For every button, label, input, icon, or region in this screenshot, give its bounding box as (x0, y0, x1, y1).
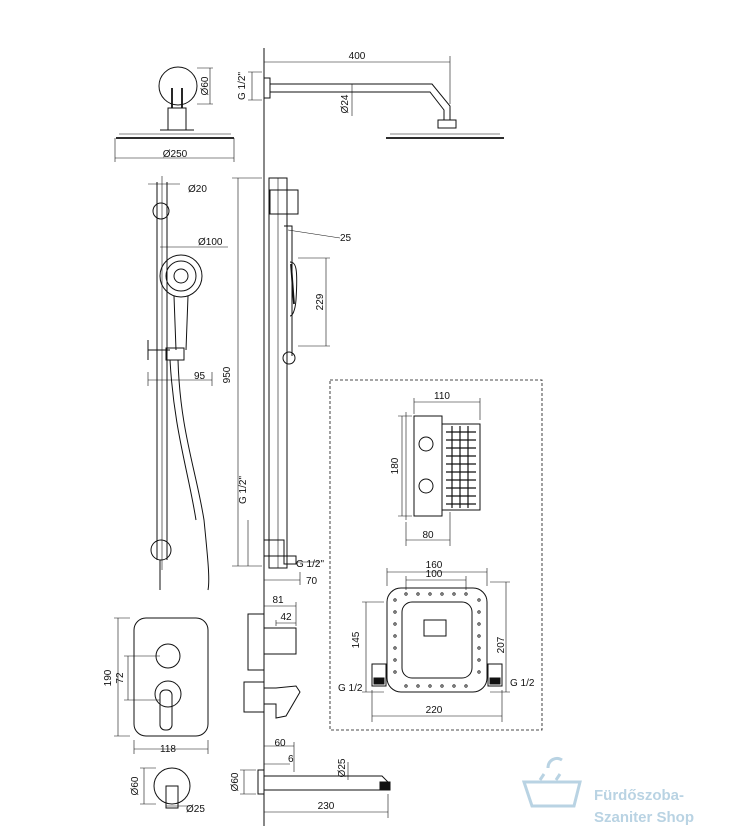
dim-rail-thread: G 1/2" (296, 559, 324, 570)
dim-small-flange: Ø60 (130, 776, 141, 795)
overhead-shower-side-view: Ø60 Ø250 (114, 66, 235, 162)
rail-set-front-view: Ø20 Ø100 95 (147, 176, 228, 591)
dim-hand-dia: Ø100 (198, 237, 223, 248)
dim-mixer-42: 42 (280, 612, 292, 623)
watermark-line2: Szaniter Shop (594, 809, 694, 826)
dim-arm-thread: G 1/2" (237, 72, 248, 100)
bathtub-logo-icon (521, 756, 582, 808)
dim-front-100: 100 (426, 569, 443, 580)
watermark-line1: Fürdőszoba- (594, 787, 684, 804)
dim-arm-length: 400 (349, 51, 366, 62)
dim-flange-dia: Ø60 (200, 76, 211, 95)
dim-left-thread: G 1/2 (338, 683, 363, 694)
dim-plate-height: 190 (103, 669, 114, 686)
dim-hand-angle: 25 (340, 233, 352, 244)
dim-head-diameter: Ø250 (163, 149, 188, 160)
dim-box-depth: 80 (422, 530, 434, 541)
dim-spout-flange: Ø60 (230, 772, 241, 791)
dim-front-145: 145 (351, 631, 362, 648)
dim-box-width: 110 (434, 391, 450, 402)
dim-rail-thread-vertical: G 1/2" (238, 476, 249, 504)
concealed-body-group: 110 180 80 160 100 145 207 220 G 1/2 G 1… (329, 379, 543, 731)
dim-rail-dia: Ø20 (188, 184, 207, 195)
mixer-side-view: 81 42 60 6 Ø60 Ø25 230 (230, 595, 391, 818)
shower-arm: 400 Ø24 G 1/2" (237, 51, 504, 139)
watermark: Fürdőszoba- Szaniter Shop (521, 756, 694, 826)
dim-rail-depth: 70 (306, 576, 318, 587)
dim-spout-60: 60 (274, 738, 286, 749)
dim-front-160: 160 (426, 560, 443, 571)
dim-box-height: 180 (390, 457, 401, 474)
dim-front-207: 207 (496, 636, 507, 653)
dim-spout-length: 230 (318, 801, 335, 812)
dim-mixer-81: 81 (272, 595, 284, 606)
dim-spout-dia: Ø25 (337, 758, 348, 777)
dim-holder-offset: 95 (194, 371, 206, 382)
dim-rail-height: 950 (222, 366, 233, 383)
dim-spout-6: 6 (288, 754, 294, 765)
dim-front-220: 220 (426, 705, 443, 716)
mixer-plate-front: 190 72 118 Ø60 Ø25 (103, 617, 209, 815)
dim-plate-spacing: 72 (115, 672, 126, 684)
dim-right-thread: G 1/2 (510, 678, 535, 689)
center-rail: 950 G 1/2" 25 229 G 1/2" 70 (222, 48, 352, 826)
dim-arm-pipe: Ø24 (340, 94, 351, 113)
dim-plate-width: 118 (160, 744, 176, 755)
dim-hand-length: 229 (315, 293, 326, 310)
dim-small-spout: Ø25 (186, 804, 205, 815)
